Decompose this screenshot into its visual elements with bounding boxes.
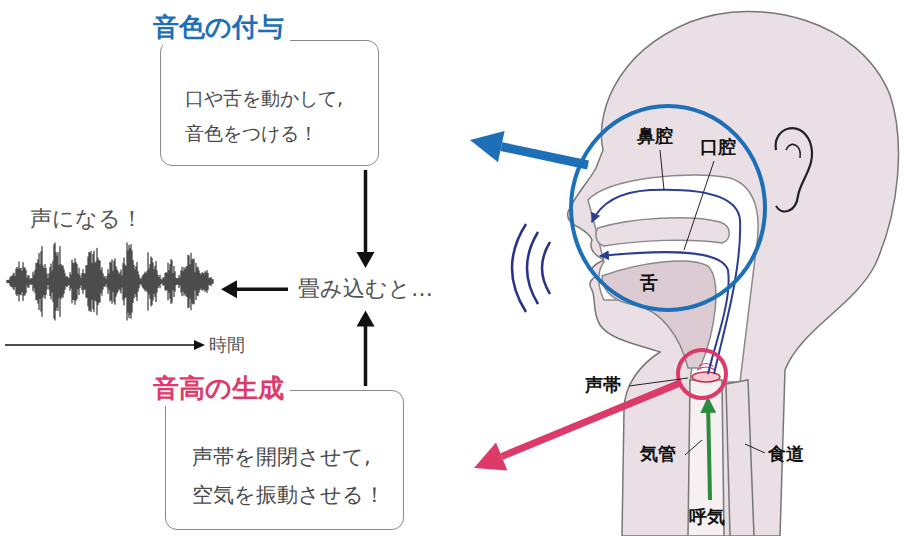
time-axis [5, 344, 196, 346]
articulation-highlight [571, 106, 765, 310]
arrow-head [357, 252, 375, 268]
pitch-pointer-head [474, 443, 507, 471]
part-name: 気管 [640, 443, 676, 465]
trachea [688, 380, 724, 536]
timbre-pointer [501, 147, 588, 165]
box-heading: 音色の付与 [149, 11, 290, 45]
axis-label: 時間 [209, 334, 245, 356]
leader-line [685, 440, 702, 455]
esophagus [726, 380, 754, 536]
part-name: 呼気 [689, 506, 725, 528]
flow-arrow [357, 170, 375, 268]
process-box: 音色の付与口や舌を動かして, 音色をつける！ [160, 40, 379, 166]
larynx-highlight [678, 350, 726, 398]
arrow-head [357, 310, 375, 326]
waveform-panel: 声になる！ [5, 205, 217, 329]
arrow-shaft [235, 287, 288, 291]
leader-line [660, 150, 664, 190]
oral-airflow [600, 252, 729, 374]
part-name: 声帯 [585, 374, 621, 396]
step-node: 畳み込むと… [292, 272, 439, 306]
vibration-mark [697, 364, 715, 371]
step-text: 畳み込むと… [298, 276, 433, 302]
palate [596, 218, 729, 246]
ear [776, 128, 812, 211]
arrow-shaft [364, 324, 368, 386]
part-name: 食道 [768, 443, 804, 465]
nasal-airflow [592, 190, 740, 374]
exhale-arrow [708, 400, 710, 500]
vocal-tract [588, 175, 758, 382]
arrow-head [221, 280, 237, 298]
box-heading: 音高の生成 [149, 372, 290, 406]
vocal-folds [692, 372, 720, 382]
waveform [5, 234, 217, 329]
flow-arrow [357, 310, 375, 386]
time-axis-head [194, 340, 205, 350]
part-name: 鼻腔 [637, 125, 673, 147]
leader-line [745, 444, 765, 453]
head-outline [568, 11, 899, 536]
flow-arrow [221, 280, 288, 298]
timbre-pointer-head [470, 131, 505, 162]
leader-line [629, 378, 688, 386]
box-body: 声帯を開閉させて, 空気を振動させる！ [192, 439, 385, 515]
sound-waves [512, 224, 550, 312]
part-name: 口腔 [700, 136, 736, 158]
result-caption: 声になる！ [5, 205, 217, 234]
box-body: 口や舌を動かして, 音色をつける！ [185, 81, 360, 151]
waveform-trace [7, 242, 213, 320]
ear-inner [786, 144, 800, 158]
part-name: 舌 [640, 272, 658, 294]
arrow-shaft [364, 170, 368, 254]
leader-line [684, 161, 714, 250]
process-box: 音高の生成声帯を開閉させて, 空気を振動させる！ [165, 390, 404, 530]
